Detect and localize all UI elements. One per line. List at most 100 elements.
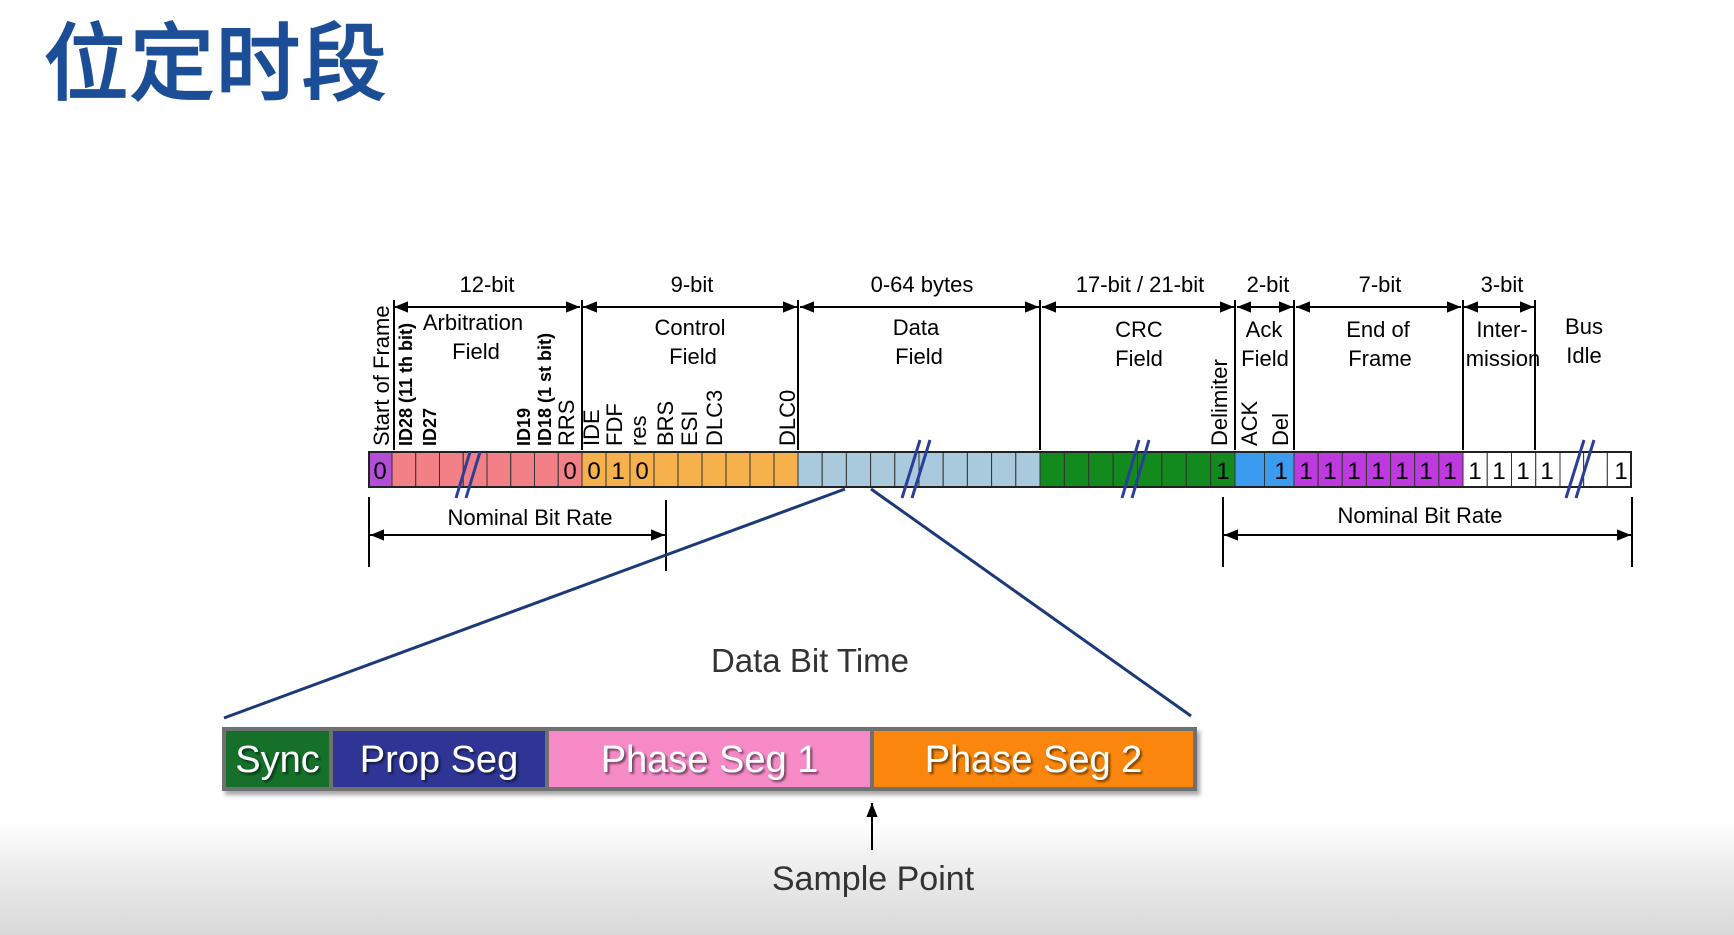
bit-label: ID28 (11 th bit)	[396, 323, 416, 446]
bit-cell	[1264, 451, 1295, 488]
bit-label: ESI	[677, 411, 702, 446]
break-mark	[910, 439, 932, 499]
bit-cell	[966, 451, 993, 488]
field-width-crc: 17-bit / 21-bit	[1076, 272, 1204, 297]
bit-cell	[870, 451, 896, 488]
bit-cell	[797, 451, 823, 488]
nominal-bit-rate-left: Nominal Bit Rate	[368, 497, 667, 571]
bit-value: 0	[587, 458, 600, 485]
bit-cell	[845, 451, 872, 488]
bit-value: 1	[1614, 458, 1627, 485]
break-mark	[1574, 439, 1596, 499]
bit-value: 1	[1216, 458, 1229, 485]
bit-label: ID18 (1 st bit)	[535, 333, 555, 446]
bit-label: IDE	[579, 409, 604, 446]
bit-label: Delimiter	[1207, 359, 1232, 446]
bit-value: 0	[373, 458, 386, 485]
bit-value: 1	[1492, 458, 1505, 485]
bit-label: ACK	[1237, 400, 1262, 446]
break-mark	[900, 439, 922, 499]
bit-label: Del	[1268, 413, 1293, 446]
bit-value: 0	[563, 458, 576, 485]
bit-cell	[1039, 451, 1065, 488]
bit-cell	[942, 451, 968, 488]
bit-label: BRS	[653, 401, 678, 446]
bit-cell	[725, 451, 751, 488]
field-width-eof: 7-bit	[1359, 272, 1402, 297]
break-mark	[464, 451, 482, 499]
bit-time-segment-label: Phase Seg 2	[925, 739, 1143, 781]
bit-label: ID19	[514, 408, 534, 446]
bit-value: 1	[1323, 458, 1336, 485]
bit-label: RRS	[554, 400, 579, 446]
bit-cell	[391, 451, 417, 488]
bit-label: ID27	[420, 408, 440, 446]
sample-point-label: Sample Point	[772, 860, 975, 898]
break-mark	[1564, 439, 1586, 499]
bit-label: DLC3	[702, 390, 727, 446]
bit-time-segment	[870, 727, 1197, 791]
field-width-ack: 2-bit	[1247, 272, 1290, 297]
bit-cell	[821, 451, 847, 488]
bit-cell	[653, 451, 679, 488]
bit-label: DLC0	[775, 390, 800, 446]
bit-cell	[629, 451, 655, 488]
bit-value: 1	[1395, 458, 1408, 485]
field-width-data: 0-64 bytes	[871, 272, 974, 297]
nominal-rate-label-left: Nominal Bit Rate	[447, 505, 612, 530]
bit-strip-outline	[368, 451, 1632, 488]
bit-value: 0	[635, 458, 648, 485]
zoom-line-left	[223, 487, 846, 720]
bit-value: 1	[1516, 458, 1529, 485]
bit-label: res	[626, 415, 651, 446]
bit-cell	[1161, 451, 1187, 488]
bit-cell	[510, 451, 535, 488]
bit-label: FDF	[602, 403, 627, 446]
bit-value: 1	[1540, 458, 1553, 485]
data-bit-time-title: Data Bit Time	[711, 642, 909, 679]
bit-value: 1	[1371, 458, 1384, 485]
bit-time-segment	[222, 727, 333, 791]
bit-cell	[534, 451, 559, 488]
field-separators	[393, 300, 1536, 450]
bit-cell	[415, 451, 440, 488]
field-width-labels: 12-bit 9-bit 0-64 bytes 17-bit / 21-bit …	[459, 272, 1523, 297]
field-width-arbitration: 12-bit	[459, 272, 514, 297]
bit-cell	[749, 451, 775, 488]
sample-point: Sample Point	[772, 803, 975, 898]
bit-time-segment-label: Sync	[235, 739, 319, 781]
bit-value: 1	[1274, 458, 1287, 485]
bit-time-segment	[545, 727, 874, 791]
field-width-intermission: 3-bit	[1481, 272, 1524, 297]
bit-value: 1	[1299, 458, 1312, 485]
bit-cell	[773, 451, 799, 488]
bit-cell	[677, 451, 703, 488]
nominal-bit-rate-right: Nominal Bit Rate	[1222, 497, 1633, 567]
bit-cell	[1511, 451, 1537, 488]
bit-cell	[918, 451, 944, 488]
bit-value: 1	[1347, 458, 1360, 485]
bit-time-segment	[329, 727, 549, 791]
bit-cell	[1063, 451, 1090, 488]
break-mark	[454, 451, 472, 499]
break-mark	[1120, 439, 1141, 499]
nominal-rate-label-right: Nominal Bit Rate	[1337, 503, 1502, 528]
bit-value: 1	[1419, 458, 1432, 485]
bit-cell	[605, 451, 631, 488]
break-mark	[1130, 439, 1151, 499]
field-name-intermission: Inter-mission	[1466, 317, 1541, 371]
bit-cell	[1015, 451, 1041, 488]
bit-cell	[1185, 451, 1212, 488]
bit-value: 1	[1443, 458, 1456, 485]
bit-label: Start of Frame	[369, 305, 394, 446]
